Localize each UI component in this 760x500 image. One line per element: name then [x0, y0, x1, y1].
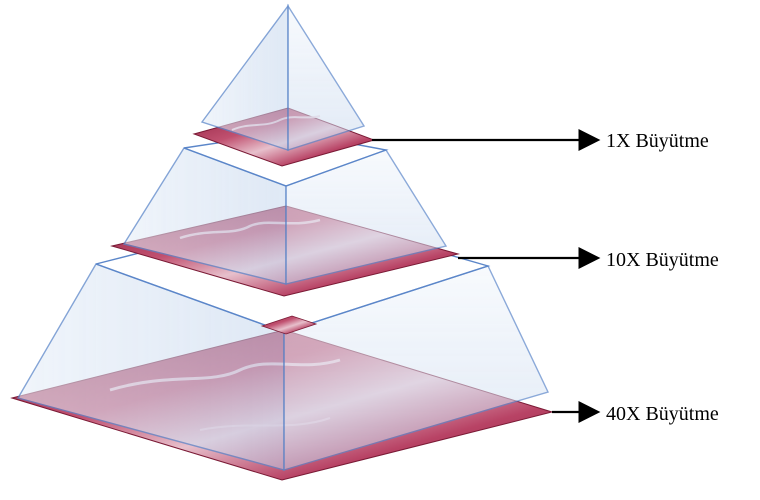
glass-frustum-left-10x	[124, 148, 286, 284]
label-10x-magnification: 10X Büyütme	[606, 250, 719, 270]
label-40x-magnification: 40X Büyütme	[606, 404, 719, 424]
glass-pyramid-right-1x	[288, 6, 364, 150]
glass-frustum-right-10x	[286, 150, 446, 284]
tier-1x	[194, 6, 374, 166]
label-1x-magnification: 1X Büyütme	[606, 131, 709, 151]
